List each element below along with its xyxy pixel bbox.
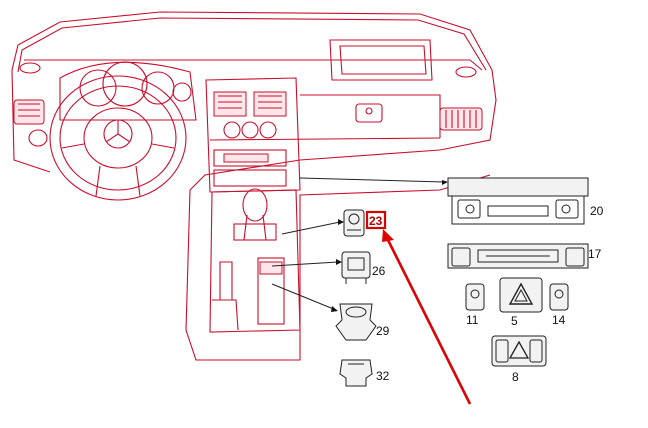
callout-labels: 20 17 11 5 14 8 26 29 32 [372,204,604,384]
part-11-switch [465,283,485,311]
part-5-hazard-switch [499,277,543,313]
callout-11: 11 [466,313,479,327]
part-29-socket [335,303,377,341]
part-14-switch [549,283,569,311]
callout-23: 23 [369,214,383,228]
part-23-switch [343,209,365,237]
callout-32: 32 [376,369,390,383]
callout-26: 26 [372,264,386,278]
pointer-arrow [382,229,472,405]
callout-20: 20 [590,204,604,218]
part-32-housing [339,359,373,387]
callout-29: 29 [376,324,390,338]
part-17-control-unit [447,243,589,269]
highlight-box [365,210,387,230]
steering-wheel [49,61,197,201]
callout-8: 8 [512,370,519,384]
callout-5: 5 [511,314,518,328]
highlighted-callout-23: 23 [365,210,387,230]
part-20-climate-panel [447,177,589,225]
part-26-connector [341,251,371,284]
part-8-switch-assembly [491,335,547,367]
callout-17: 17 [588,247,602,261]
center-console [205,77,301,333]
leader-lines [271,177,448,312]
callout-14: 14 [552,313,566,327]
dashboard-outline [11,11,497,361]
pointer-arrow-head [382,229,394,242]
